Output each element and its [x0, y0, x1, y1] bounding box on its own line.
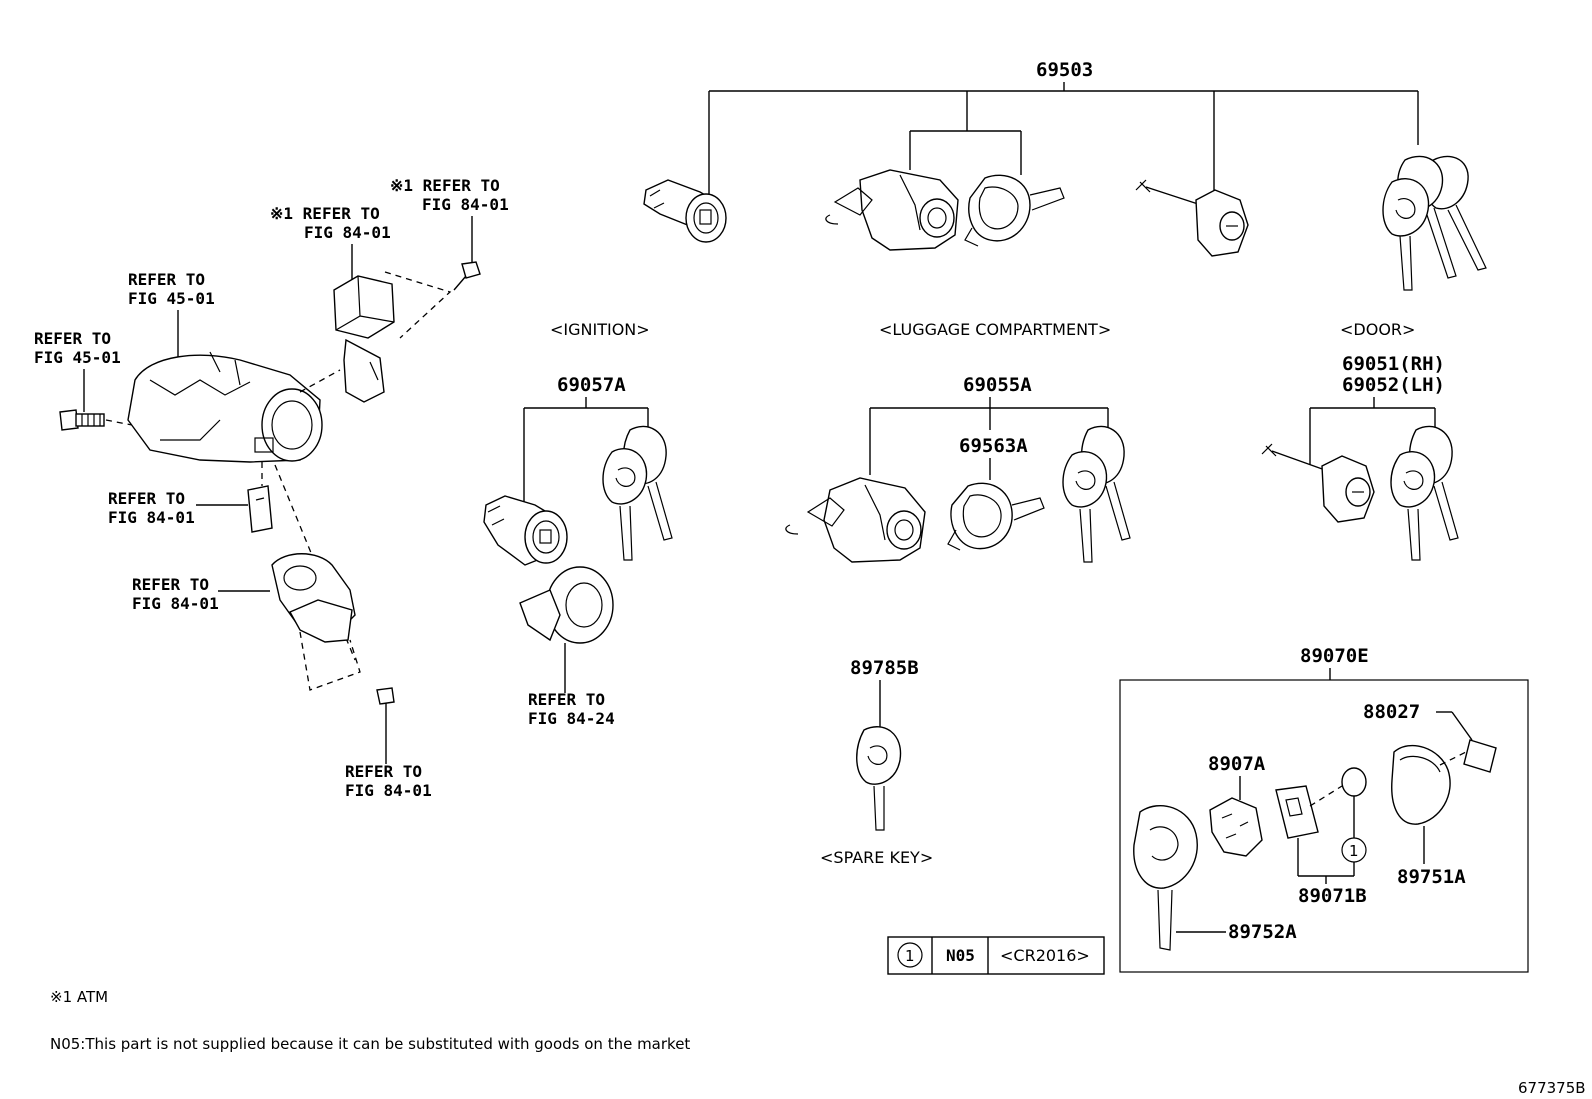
- ignition-switch-illustration: [271, 553, 356, 643]
- refer-to-fig-45-01-b-line2[interactable]: FIG 45-01: [34, 348, 121, 367]
- note-n05: N05:This part is not supplied because it…: [50, 1035, 690, 1053]
- part-number-8907A[interactable]: 8907A: [1208, 753, 1266, 775]
- luggage-keys-illustration: [1062, 425, 1131, 563]
- section-label-luggage: <LUGGAGE COMPARTMENT>: [879, 320, 1111, 339]
- part-number-89751A[interactable]: 89751A: [1397, 866, 1466, 888]
- supply-note-table: 1 N05 <CR2016>: [887, 936, 1105, 975]
- ignition-cylinder-illustration-2: [483, 495, 568, 566]
- refer-to-fig-45-01-a-line2[interactable]: FIG 45-01: [128, 289, 215, 308]
- screw-illustration-top: [453, 261, 481, 291]
- transmitter-board-illustration: [1275, 785, 1319, 839]
- switch-connector-illustration: [247, 485, 273, 533]
- ignition-keys-illustration: [602, 425, 673, 561]
- door-lock-illustration: [1135, 179, 1249, 257]
- door-keys-illustration: [1390, 425, 1459, 561]
- refer-to-fig-84-01-atm-a-line2[interactable]: FIG 84-01: [422, 195, 509, 214]
- refer-to-fig-45-01-b-line1[interactable]: REFER TO: [34, 329, 111, 348]
- spare-key-illustration: [856, 726, 902, 831]
- steering-lock-housing-illustration: [127, 351, 323, 463]
- rubber-pad-illustration: [1209, 797, 1263, 857]
- callout-circle-number: 1: [1349, 842, 1359, 860]
- refer-to-fig-84-24-line2[interactable]: FIG 84-24: [528, 709, 615, 728]
- refer-to-fig-45-01-a-line1[interactable]: REFER TO: [128, 270, 205, 289]
- transmitter-cover-illustration: [1391, 744, 1451, 825]
- luggage-lock-illustration-2: [785, 477, 926, 563]
- part-number-69563A[interactable]: 69563A: [959, 435, 1028, 457]
- refer-to-fig-84-01-c-line2[interactable]: FIG 84-01: [108, 508, 195, 527]
- refer-to-fig-84-01-atm-b-line2[interactable]: FIG 84-01: [304, 223, 391, 242]
- part-number-69051-rh[interactable]: 69051(RH): [1342, 353, 1445, 375]
- note-atm: ※1 ATM: [50, 988, 108, 1006]
- label-sticker-illustration: [1463, 739, 1497, 773]
- refer-to-fig-84-01-d-line1[interactable]: REFER TO: [132, 575, 209, 594]
- refer-to-fig-84-01-e-line1[interactable]: REFER TO: [345, 762, 422, 781]
- master-key-illustration: [1133, 804, 1198, 951]
- key-set-illustration: [1382, 155, 1487, 291]
- ignition-cylinder-illustration: [643, 179, 727, 243]
- key-interlock-solenoid-illustration: [333, 275, 395, 403]
- bolt-illustration: [59, 409, 105, 431]
- screw-illustration-bottom: [376, 687, 395, 712]
- table-code-n05[interactable]: N05: [946, 946, 975, 965]
- part-number-69052-lh[interactable]: 69052(LH): [1342, 374, 1445, 396]
- refer-to-fig-84-01-c-line1[interactable]: REFER TO: [108, 489, 185, 508]
- section-label-door: <DOOR>: [1340, 320, 1415, 339]
- luggage-gasket-illustration: [947, 482, 1045, 551]
- part-number-89070E[interactable]: 89070E: [1300, 645, 1369, 667]
- part-number-89071B[interactable]: 89071B: [1298, 885, 1367, 907]
- transmitter-kit-frame: [1119, 679, 1529, 973]
- table-callout-number: 1: [905, 947, 915, 965]
- refer-to-fig-84-01-e-line2[interactable]: FIG 84-01: [345, 781, 432, 800]
- part-number-89752A[interactable]: 89752A: [1228, 921, 1297, 943]
- table-battery-cr2016: <CR2016>: [1000, 946, 1090, 965]
- door-lock-illustration-2: [1261, 443, 1375, 523]
- refer-to-fig-84-01-d-line2[interactable]: FIG 84-01: [132, 594, 219, 613]
- refer-to-fig-84-01-atm-a-line1[interactable]: ※1 REFER TO: [390, 176, 500, 195]
- key-ring-illustration: [519, 566, 614, 644]
- part-number-89785B[interactable]: 89785B: [850, 657, 919, 679]
- part-number-69057A[interactable]: 69057A: [557, 374, 626, 396]
- part-number-69503[interactable]: 69503: [1036, 59, 1093, 81]
- part-number-69055A[interactable]: 69055A: [963, 374, 1032, 396]
- part-number-88027[interactable]: 88027: [1363, 701, 1420, 723]
- refer-to-fig-84-24-line1[interactable]: REFER TO: [528, 690, 605, 709]
- figure-id: 677375B: [1518, 1079, 1586, 1097]
- section-label-spare-key: <SPARE KEY>: [820, 848, 933, 867]
- coin-battery-illustration: [1341, 767, 1367, 797]
- section-label-ignition: <IGNITION>: [550, 320, 650, 339]
- luggage-lock-illustration: [825, 169, 1065, 251]
- refer-to-fig-84-01-atm-b-line1[interactable]: ※1 REFER TO: [270, 204, 380, 223]
